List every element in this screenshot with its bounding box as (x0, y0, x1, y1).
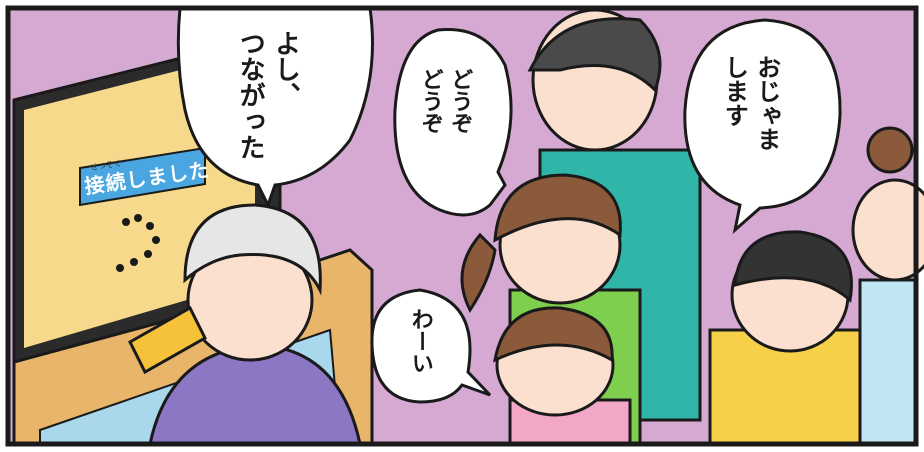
boy-character (708, 230, 882, 446)
panel-border (5, 5, 919, 447)
bubble-grandma (176, 6, 374, 209)
small-girl-character (493, 306, 632, 446)
bubble-girl-text: わーい (407, 308, 433, 374)
bubble-grandma-text: よし、 つながった (235, 30, 301, 160)
bubble-boy (683, 18, 842, 235)
bubble-boy-text: おじゃま します (720, 55, 781, 151)
bubble-mom (393, 27, 513, 217)
bubble-mom-text: どうぞ どうぞ (417, 68, 473, 134)
tv-status-label-bg (79, 146, 206, 207)
right-girl-character (851, 126, 924, 446)
tablet-device (128, 305, 207, 375)
loading-spinner-icon (116, 214, 160, 272)
grandmother-character (148, 203, 362, 446)
bubble-girl (370, 288, 492, 404)
